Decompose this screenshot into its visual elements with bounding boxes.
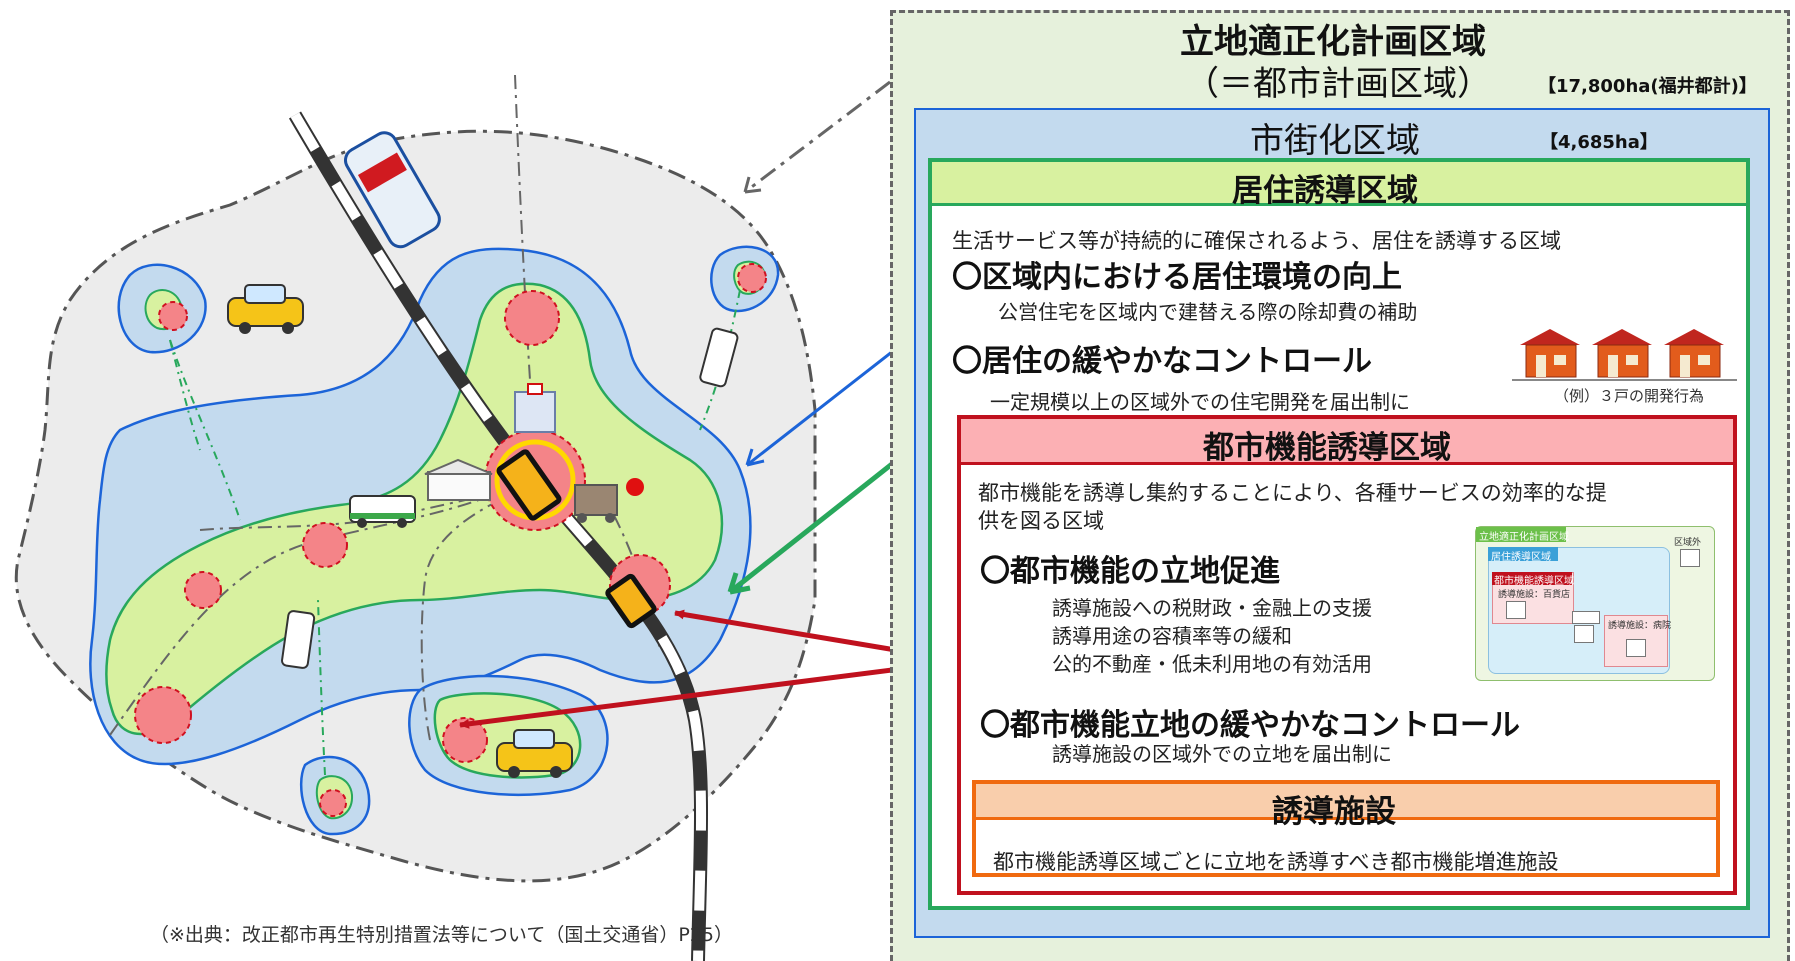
residential-zone-title: 居住誘導区域 (1232, 173, 1418, 209)
plan-area-size: 【17,800ha(福井都計)】 (1538, 76, 1757, 97)
inset-nursing-label: 誘導施設：病院 (1608, 621, 1672, 631)
source-note: （※出典：改正都市再生特別措置法等について（国土交通省）P25） (150, 924, 733, 946)
residential-measure2-detail: 一定規模以上の区域外での住宅開発を届出制に (990, 390, 1410, 414)
inset-facility-label: 誘導施設：百貨店 (1498, 590, 1571, 600)
inset-outside-label: 区域外 (1674, 538, 1702, 548)
inset-residential-label: 居住誘導区域 (1491, 552, 1551, 563)
facilities-description: 都市機能誘導区域ごとに立地を誘導すべき都市機能増進施設 (993, 850, 1559, 874)
urbanization-area-size: 【4,685ha】 (1540, 132, 1658, 153)
urban-function-measure1-item: 誘導施設への税財政・金融上の支援 (1052, 596, 1372, 620)
facilities-title: 誘導施設 (1272, 794, 1396, 830)
urban-function-zone-header (961, 419, 1733, 465)
inset-diagram: 立地適正化計画区域 居住誘導区域 都市機能誘導区域 誘導施設：百貨店 誘導施設：… (1475, 526, 1715, 681)
plan-area-subtitle: （＝都市計画区域） (1185, 64, 1491, 104)
urban-function-measure1-item: 誘導用途の容積率等の緩和 (1052, 624, 1292, 648)
train-illustration (344, 131, 441, 249)
hospital-illustration (514, 383, 556, 433)
bus-illustration (281, 610, 316, 669)
taxi-illustration (496, 729, 573, 778)
taxi-illustration (227, 284, 304, 334)
residential-zone-header (932, 162, 1746, 206)
residential-measure1-title: 〇区域内における居住環境の向上 (952, 260, 1402, 295)
houses-caption: （例）３戸の開発行為 (1554, 387, 1705, 405)
bus-illustration (699, 327, 739, 388)
facilities-header (976, 784, 1716, 820)
residential-zone-description: 生活サービス等が持続的に確保されるよう、居住を誘導する区域 (952, 229, 1561, 253)
urban-function-measure2-detail: 誘導施設の区域外での立地を届出制に (1052, 742, 1392, 766)
urban-function-description-line1: 都市機能を誘導し集約することにより、各種サービスの効率的な提 (978, 481, 1607, 505)
urban-function-measure1-item: 公的不動産・低未利用地の有効活用 (1052, 652, 1372, 676)
plan-area-title: 立地適正化計画区域 (1180, 22, 1486, 62)
residential-measure1-detail: 公営住宅を区域内で建替える際の除却費の補助 (998, 300, 1418, 324)
residential-measure2-title: 〇居住の緩やかなコントロール (952, 344, 1372, 379)
store-illustration (424, 458, 493, 501)
urban-function-measure1-title: 〇都市機能の立地促進 (980, 554, 1280, 589)
urban-function-description-line2: 供を図る区域 (978, 509, 1104, 533)
arrow-urban-function-2 (459, 659, 956, 729)
houses-illustration (1512, 329, 1737, 381)
building-illustration (574, 484, 618, 523)
inset-plan-label: 立地適正化計画区域 (1479, 532, 1569, 543)
urbanization-area-title: 市街化区域 (1250, 121, 1420, 161)
urban-function-zone-title: 都市機能誘導区域 (1203, 430, 1451, 466)
bus-illustration (349, 495, 416, 528)
inset-urban-label: 都市機能誘導区域 (1494, 576, 1574, 587)
urban-function-measure2-title: 〇都市機能立地の緩やかなコントロール (980, 708, 1520, 743)
